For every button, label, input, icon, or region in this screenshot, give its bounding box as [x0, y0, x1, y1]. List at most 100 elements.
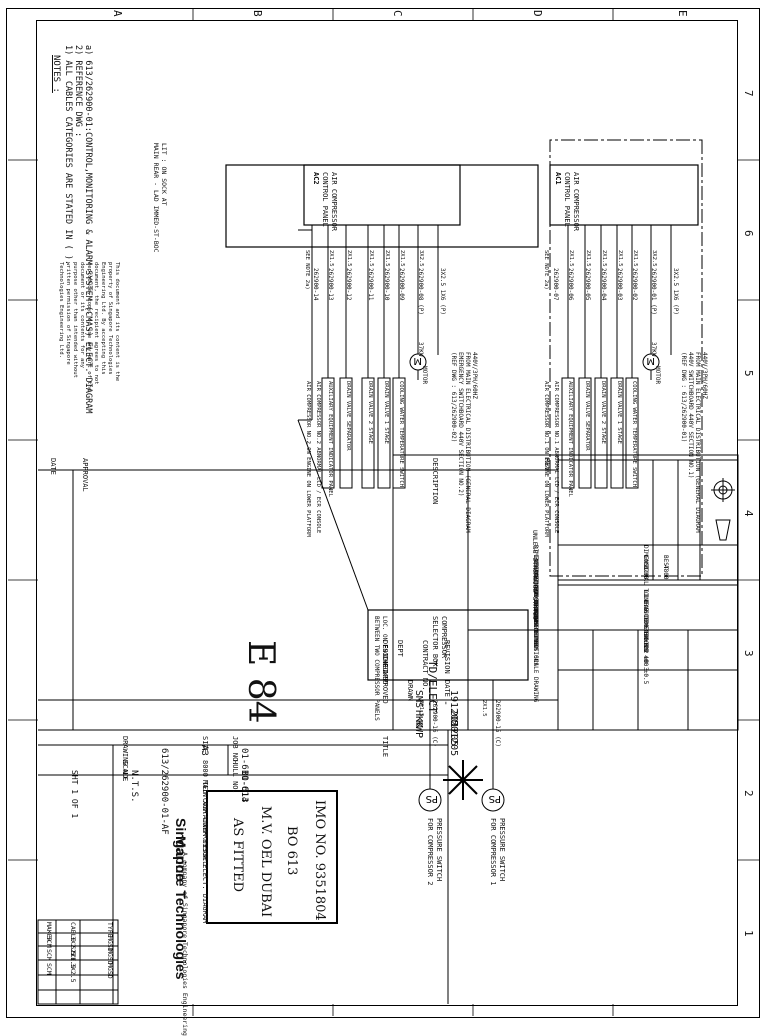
drawn-by: SMS [413, 690, 424, 709]
title-line-2: MAIN AIR COMPRESSOR ELECT. DIAGRAM [201, 780, 209, 924]
group2-cable: 262900-12 [345, 268, 352, 301]
designed-value: - [440, 700, 451, 707]
cable-table-cell: MGSD [106, 963, 114, 979]
zone-row-label: D [531, 10, 544, 17]
group2-cable-type: 2X1.5 [328, 250, 334, 267]
group2-cable: 262900-13 [327, 268, 334, 301]
tolerance-row: 3200 [642, 565, 649, 580]
group1-cable: 262900-07 [552, 268, 559, 301]
dept-value: TD/ELECT [426, 660, 439, 713]
approved-date: 201205 [448, 720, 459, 757]
group2-device: DRAIN VALVE 2 STAGE [367, 381, 373, 444]
stamp-line: AS FITTED [230, 818, 245, 893]
group1-cable-type: 3X2.5 [651, 250, 657, 267]
group1-supply-cable: 3X2.5 1X6 (P) [672, 268, 679, 315]
drawing-value: 613/262900-01-AF [159, 748, 169, 835]
zone-row-label: C [391, 10, 404, 17]
group2-cable: 262900-11 [367, 268, 374, 301]
selector-box [367, 609, 529, 681]
group1-cable: 262900-05 [584, 268, 591, 301]
scale-value: N.T.S. [129, 770, 139, 803]
group2-device: AIR COMPRESSOR NO.2 ABNORMAL LCD / ECR C… [315, 381, 321, 534]
pressure-switch-2-symbol [418, 788, 442, 812]
zone-col-label: 1 [742, 930, 755, 937]
group1-device: DRAIN VALVE SEPARATOR [584, 381, 590, 451]
group2-device: AUXILIARY EQUIPMENT INDICATOR PANEL [327, 381, 333, 497]
group2-cable: 262900-08 (P) [417, 268, 424, 315]
group2-cable-type: 2X1.5 [384, 250, 390, 267]
group1-cable-type: SEE NOTE 2a) [543, 250, 549, 290]
note-line: 1) ALL CABLES CATEGORIES ARE STATED IN (… [63, 45, 73, 266]
stamp-line: M.V. OEL DUBAI [258, 806, 273, 918]
size-value: A3 [199, 745, 209, 756]
zone-col-label: 4 [742, 510, 755, 517]
revision-label: REVISION [443, 640, 451, 674]
group2-device: COOLING WATER TEMPERATURE SWITCH [398, 381, 404, 487]
group1-cable-type: 2X1.5 [617, 250, 623, 267]
zone-col-label: 2 [742, 790, 755, 797]
approval-header: APPROVAL [81, 458, 89, 492]
description-header: DESCRIPTION [431, 458, 439, 505]
company-logo [443, 760, 483, 800]
cable-table-cell: 3X2.5 [69, 963, 77, 983]
cable-table-cell: SCM [45, 936, 53, 948]
zone-row-label: A [111, 10, 124, 17]
svg-text:PS: PS [489, 793, 501, 804]
group1-device: DRAIN VALVE 2 STAGE [600, 381, 606, 444]
group2-cable-type: 2X1.5 [399, 250, 405, 267]
zone-col-label: 6 [742, 230, 755, 237]
group1-cable: 262900-01 (P) [650, 268, 657, 315]
scale-label: SCALE [121, 760, 129, 782]
group2-supply-cable: 3X2.5 1X6 (P) [439, 268, 446, 315]
drawn-label: DRAWN [406, 680, 414, 702]
group2-cable-type: 3X2.5 [418, 250, 424, 267]
cable-table-cell: SCM [45, 963, 53, 975]
selector-cable-type: 2X1.5 [481, 700, 487, 717]
group1-cable: 262900-06 [567, 268, 574, 301]
group1-motor-rating: 37KW [650, 342, 657, 357]
hull-label: HULL NO. [231, 760, 239, 794]
pressure-switch-1-symbol [481, 788, 505, 812]
group2-device-boxes [321, 377, 406, 489]
group2-cable-type: SEE NOTE 2a) [304, 250, 310, 290]
group2-device: DRAIN VALVE 1 STAGE [383, 381, 389, 444]
group2-device: AIR COMPRESSOR NO.2 ON ENGINE ON LOWER P… [305, 381, 311, 537]
selector-cable-1: 262900-15 (C) [494, 700, 501, 747]
group1-device: COOLING WATER TEMPERATURE SWITCH [631, 381, 637, 487]
zone-col-label: 3 [742, 650, 755, 657]
group2-motor-label: MOTOR [421, 366, 428, 385]
rev-header: REV [543, 458, 551, 471]
title-block-grid [38, 454, 739, 1004]
cable-table-cell: SCM [45, 949, 53, 961]
group1-device: AUXILIARY EQUIPMENT INDICATOR PANEL [567, 381, 573, 497]
stamp-line: BO 613 [284, 826, 299, 876]
copyright-notice: This document and its content is the pro… [58, 262, 120, 392]
group1-cable-type: 2X1.5 [601, 250, 607, 267]
zone-row-label: E [676, 10, 689, 17]
cable-table-grid [37, 919, 119, 1005]
group2-device: DRAIN VALVE SEPARATOR [345, 381, 351, 451]
zone-col-label: 5 [742, 370, 755, 377]
zone-col-label: 7 [742, 90, 755, 97]
group1-cable-type: 2X1.5 [632, 250, 638, 267]
motor-symbol-1: M [646, 355, 655, 366]
group1-cable: 262900-02 [631, 268, 638, 301]
group2-motor-rating: 37KW [417, 342, 424, 357]
group1-device: DRAIN VALVE 1 STAGE [616, 381, 622, 444]
group1-cable-type: 2X1.5 [568, 250, 574, 267]
revision-mark: E 84 [240, 640, 281, 724]
dept-label: DEPT [396, 640, 404, 657]
notes-heading: NOTES : [51, 55, 61, 93]
group2-cable: 262900-14 [312, 268, 319, 301]
group1-device: AIR COMPRESSOR NO.1 ABNORMAL LCD / ECR C… [553, 381, 559, 534]
tolerance-row: 4800 [662, 565, 669, 580]
group2-cable-type: 2X1.5 [368, 250, 374, 267]
stamp-line: IMO NO. 9351804 [312, 800, 327, 921]
